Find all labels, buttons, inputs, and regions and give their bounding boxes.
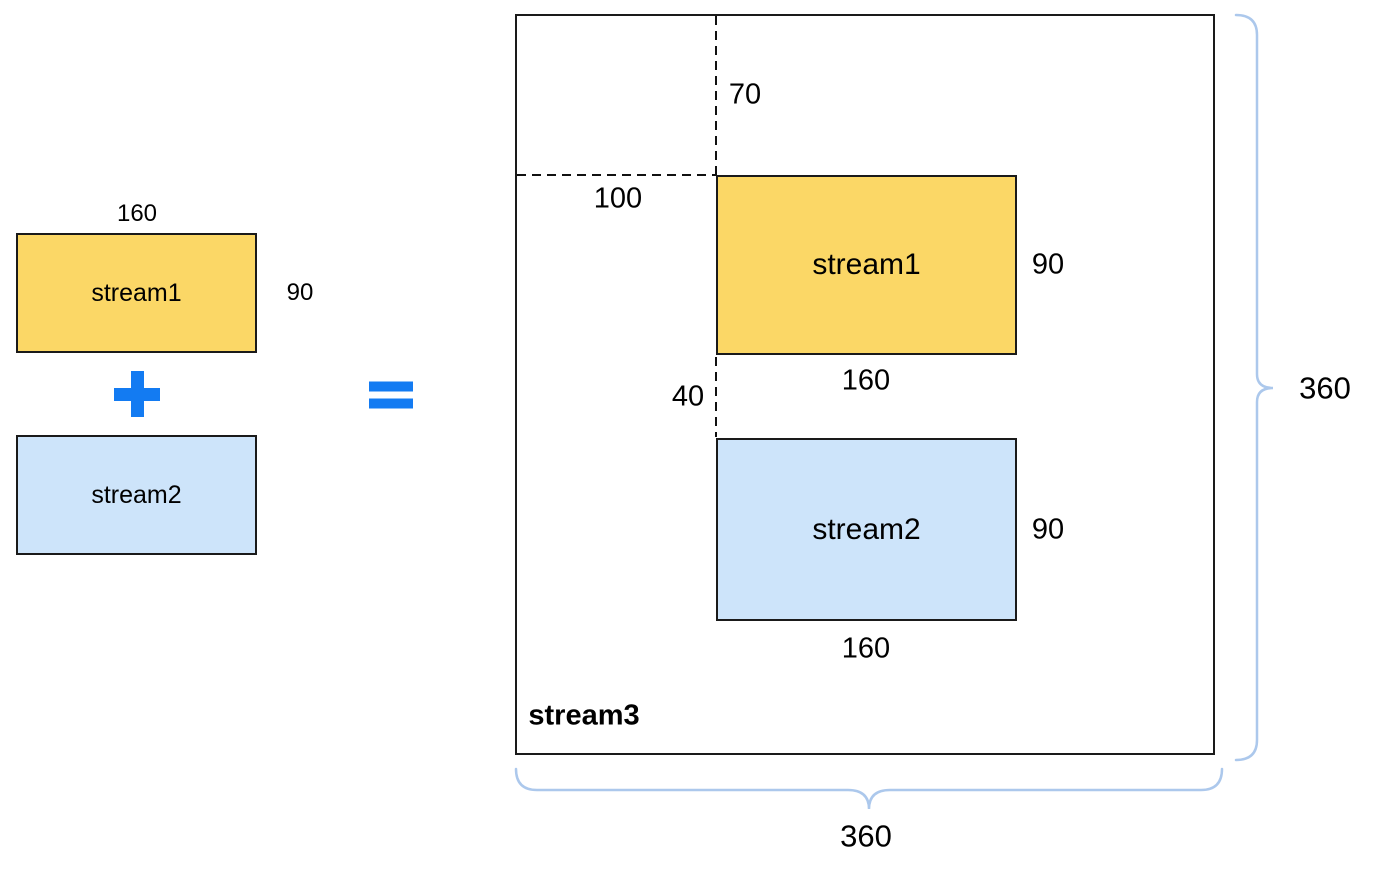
height-brace bbox=[1234, 13, 1274, 762]
stream3-canvas-label: stream3 bbox=[528, 699, 640, 732]
source-stream1-box: stream1 bbox=[16, 233, 257, 353]
placed-stream1-height-label: 90 bbox=[1031, 248, 1065, 281]
x-offset-label: 100 bbox=[593, 182, 643, 215]
source-stream1-height-label: 90 bbox=[286, 279, 314, 306]
placed-stream2-label: stream2 bbox=[812, 512, 921, 546]
stream3-canvas-box bbox=[515, 14, 1215, 755]
source-stream2-label: stream2 bbox=[91, 480, 182, 509]
placed-stream1-box: stream1 bbox=[716, 175, 1017, 355]
placed-stream1-width-label: 160 bbox=[841, 364, 891, 397]
canvas-width-label: 360 bbox=[840, 818, 892, 854]
placed-stream1-label: stream1 bbox=[812, 248, 921, 281]
source-stream1-width-label: 160 bbox=[116, 200, 158, 227]
width-brace bbox=[514, 767, 1224, 810]
plus-icon bbox=[114, 371, 160, 417]
source-stream2-box: stream2 bbox=[16, 435, 257, 555]
gap-label: 40 bbox=[671, 380, 705, 413]
equals-icon bbox=[369, 381, 413, 409]
placed-stream2-box: stream2 bbox=[716, 438, 1017, 621]
source-stream1-label: stream1 bbox=[91, 278, 182, 307]
y-offset-label: 70 bbox=[728, 78, 762, 111]
canvas-height-label: 360 bbox=[1299, 370, 1351, 406]
placed-stream2-height-label: 90 bbox=[1031, 513, 1065, 546]
placed-stream2-width-label: 160 bbox=[841, 632, 891, 665]
